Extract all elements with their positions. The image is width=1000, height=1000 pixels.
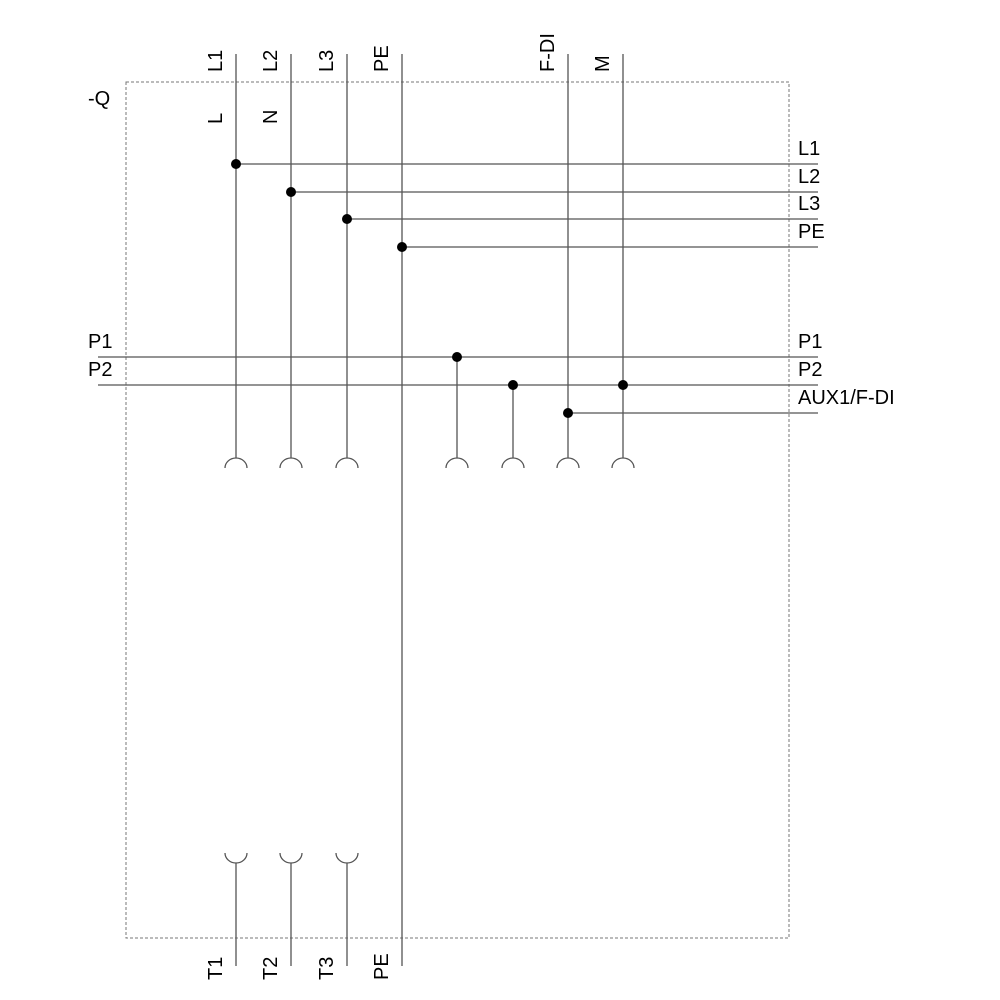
right-label-p2: P2 (798, 359, 822, 381)
device-boundary (125, 81, 790, 939)
right-label-l3: L3 (798, 193, 820, 215)
right-label-aux1-fdi: AUX1/F-DI (798, 387, 895, 409)
bottom-label-t3: T3 (316, 957, 338, 980)
bottom-label-pe: PE (371, 953, 393, 980)
bottom-label-t1: T1 (205, 957, 227, 980)
inner-label-n: N (260, 110, 282, 124)
right-label-pe: PE (798, 221, 825, 243)
left-label-p1: P1 (88, 331, 112, 353)
top-label-l1: L1 (205, 50, 227, 72)
right-label-l1: L1 (798, 138, 820, 160)
device-label: -Q (88, 88, 110, 110)
top-label-l3: L3 (316, 50, 338, 72)
inner-label-l: L (205, 113, 227, 124)
top-label-l2: L2 (260, 50, 282, 72)
bottom-label-t2: T2 (260, 957, 282, 980)
right-label-p1: P1 (798, 331, 822, 353)
top-label-m: M (592, 55, 614, 72)
top-label-pe: PE (371, 45, 393, 72)
horizontal-conductors (98, 163, 818, 414)
left-label-p2: P2 (88, 359, 112, 381)
output-terminal-arcs (224, 852, 359, 966)
junction-dots (231, 159, 628, 418)
right-label-l2: L2 (798, 166, 820, 188)
top-label-fdi: F-DI (537, 33, 559, 72)
vertical-conductors (235, 54, 624, 966)
input-terminal-arcs (224, 457, 635, 469)
